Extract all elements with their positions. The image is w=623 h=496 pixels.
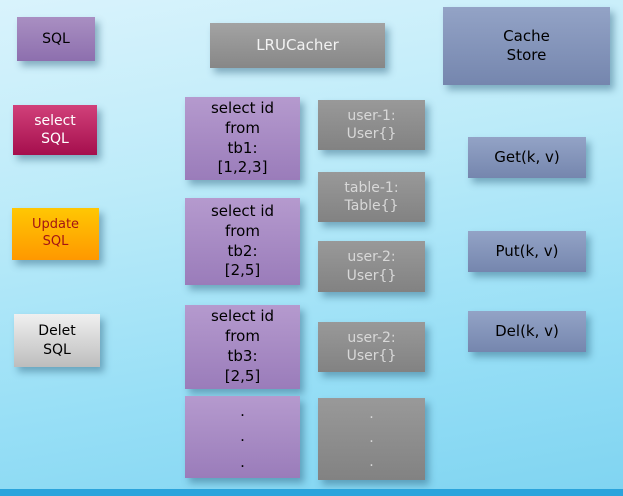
node-cache-user-2a: user-2: User{} [318,241,425,292]
node-cache-user-2b: user-2: User{} [318,322,425,372]
node-select-sql: select SQL [13,105,97,155]
node-del: Del(k, v) [468,311,586,352]
node-cache-store: Cache Store [443,7,610,85]
bottom-accent-bar [0,489,623,496]
node-cache-ellipsis: . . . [318,398,425,480]
node-lru-cacher: LRUCacher [210,23,385,68]
node-get: Get(k, v) [468,137,586,178]
node-put: Put(k, v) [468,231,586,272]
node-query-ellipsis: . . . [185,396,300,478]
node-query-tb2: select id from tb2: [2,5] [185,198,300,285]
node-query-tb1: select id from tb1: [1,2,3] [185,97,300,180]
node-query-tb3: select id from tb3: [2,5] [185,305,300,389]
node-cache-user-1: user-1: User{} [318,100,425,150]
node-delete-sql: Delet SQL [14,314,100,367]
node-update-sql: Update SQL [12,208,99,260]
node-cache-table-1: table-1: Table{} [318,172,425,222]
node-sql: SQL [17,17,95,61]
